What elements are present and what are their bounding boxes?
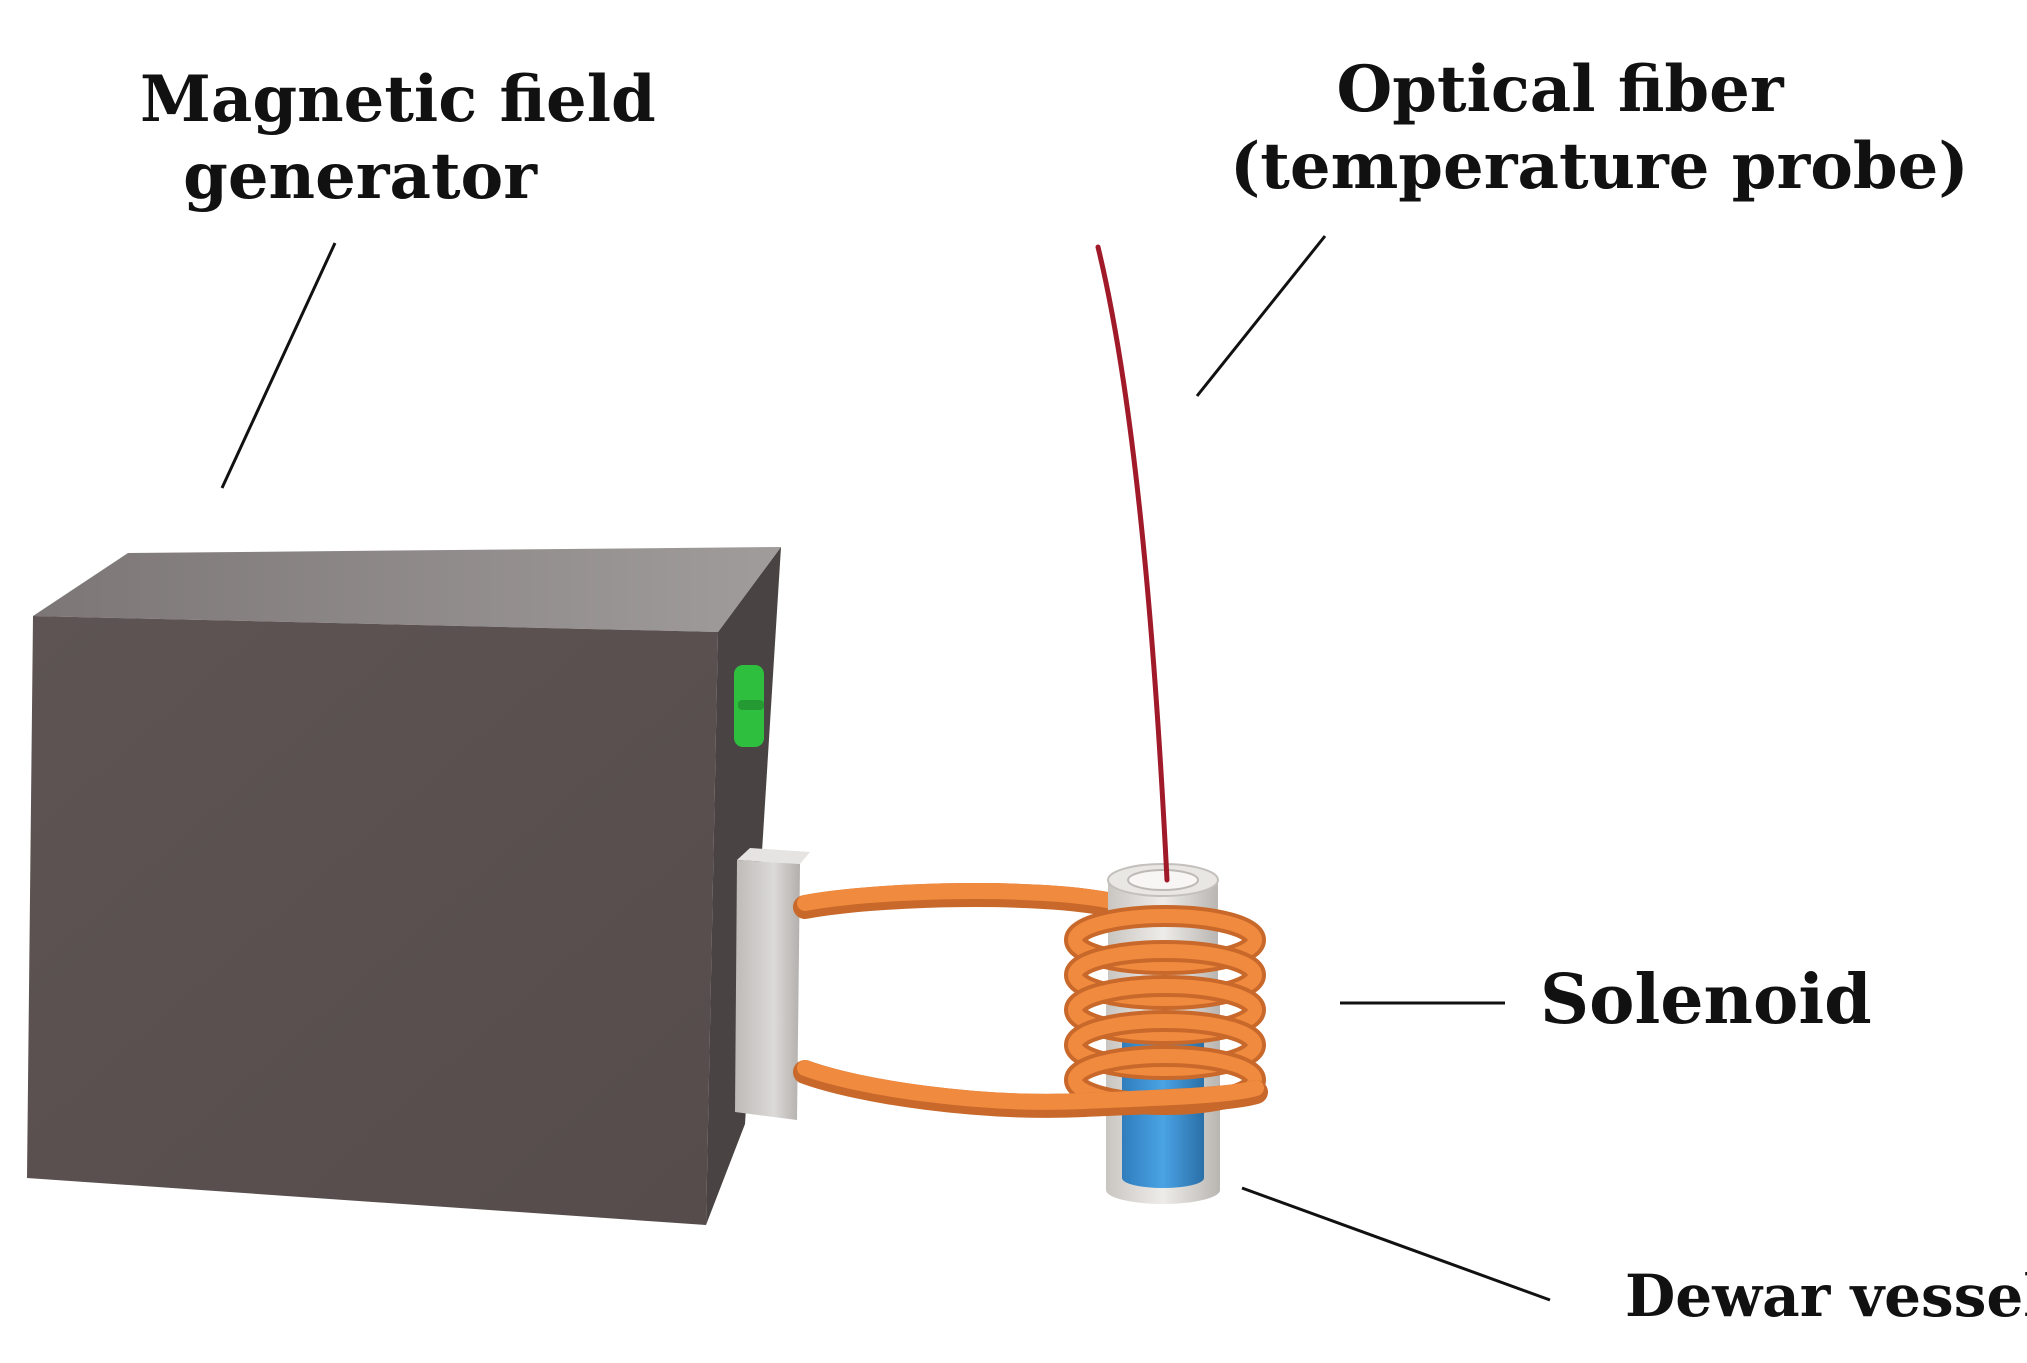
- connector-block: [735, 860, 800, 1120]
- lower-lead: [793, 1060, 1268, 1118]
- connector-block-top: [737, 848, 810, 864]
- coil-turn: [1068, 944, 1262, 1006]
- coil-turn: [1068, 909, 1262, 971]
- fiber-label-line2: (temperature probe): [1230, 128, 1969, 204]
- solenoid-label: Solenoid: [1540, 960, 1872, 1040]
- dewar-label: Dewar vessel: [1625, 1262, 2027, 1330]
- fiber-leader-line: [1195, 235, 1327, 397]
- coil-turn: [1068, 1014, 1262, 1076]
- lead-wires: [793, 883, 1124, 919]
- generator-top-face: [33, 547, 781, 632]
- generator-label: Magnetic field generator: [140, 62, 656, 216]
- upper-lead-wire-highlight: [797, 883, 1120, 911]
- fiber-label: Optical fiber (temperature probe): [1230, 52, 1969, 206]
- dewar-tube-opening: [1127, 869, 1199, 891]
- lower-lead-wire-highlight: [797, 1060, 1264, 1110]
- generator-box: [27, 547, 810, 1225]
- coil-turn: [1068, 979, 1262, 1041]
- optical-fiber: [1095, 244, 1170, 883]
- generator-front-face: [27, 616, 718, 1225]
- solenoid-coil: [1064, 905, 1266, 1115]
- generator-label-line1: Magnetic field: [140, 62, 656, 137]
- generator-label-line2: generator: [183, 138, 537, 214]
- dewar-leader-line: [1241, 1186, 1551, 1302]
- fiber-label-line1: Optical fiber: [1336, 52, 1784, 127]
- generator-leader-line: [220, 242, 337, 489]
- power-switch-ridge: [738, 700, 764, 710]
